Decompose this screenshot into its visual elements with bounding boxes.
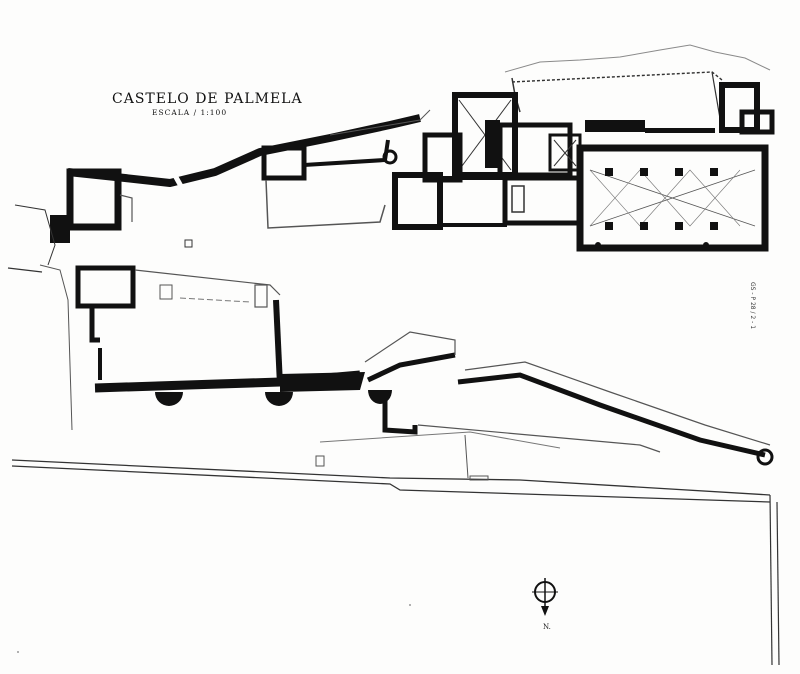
church-nave bbox=[576, 144, 769, 252]
lower-west-enclosure bbox=[7, 264, 283, 431]
west-tower bbox=[14, 168, 133, 266]
scale-separator: / bbox=[193, 108, 201, 117]
scale-value: 1:100 bbox=[200, 108, 228, 117]
compass-north-arrow-icon bbox=[532, 578, 558, 616]
south-curtain-wall bbox=[94, 331, 661, 479]
upper-battlement bbox=[511, 71, 723, 83]
middle-rooms bbox=[261, 109, 431, 229]
scale-caption: ESCALA / 1:100 bbox=[152, 108, 227, 117]
outer-boundary bbox=[11, 459, 780, 666]
terrain-line bbox=[504, 44, 771, 73]
reference-note: GS - P 28 / 2 - 1 bbox=[749, 282, 756, 330]
courtyard-marker bbox=[184, 239, 193, 248]
north-label: N. bbox=[543, 623, 551, 631]
scale-label: ESCALA bbox=[152, 108, 191, 117]
east-rampart bbox=[457, 361, 774, 466]
drawing-title: CASTELO DE PALMELA bbox=[112, 91, 303, 107]
